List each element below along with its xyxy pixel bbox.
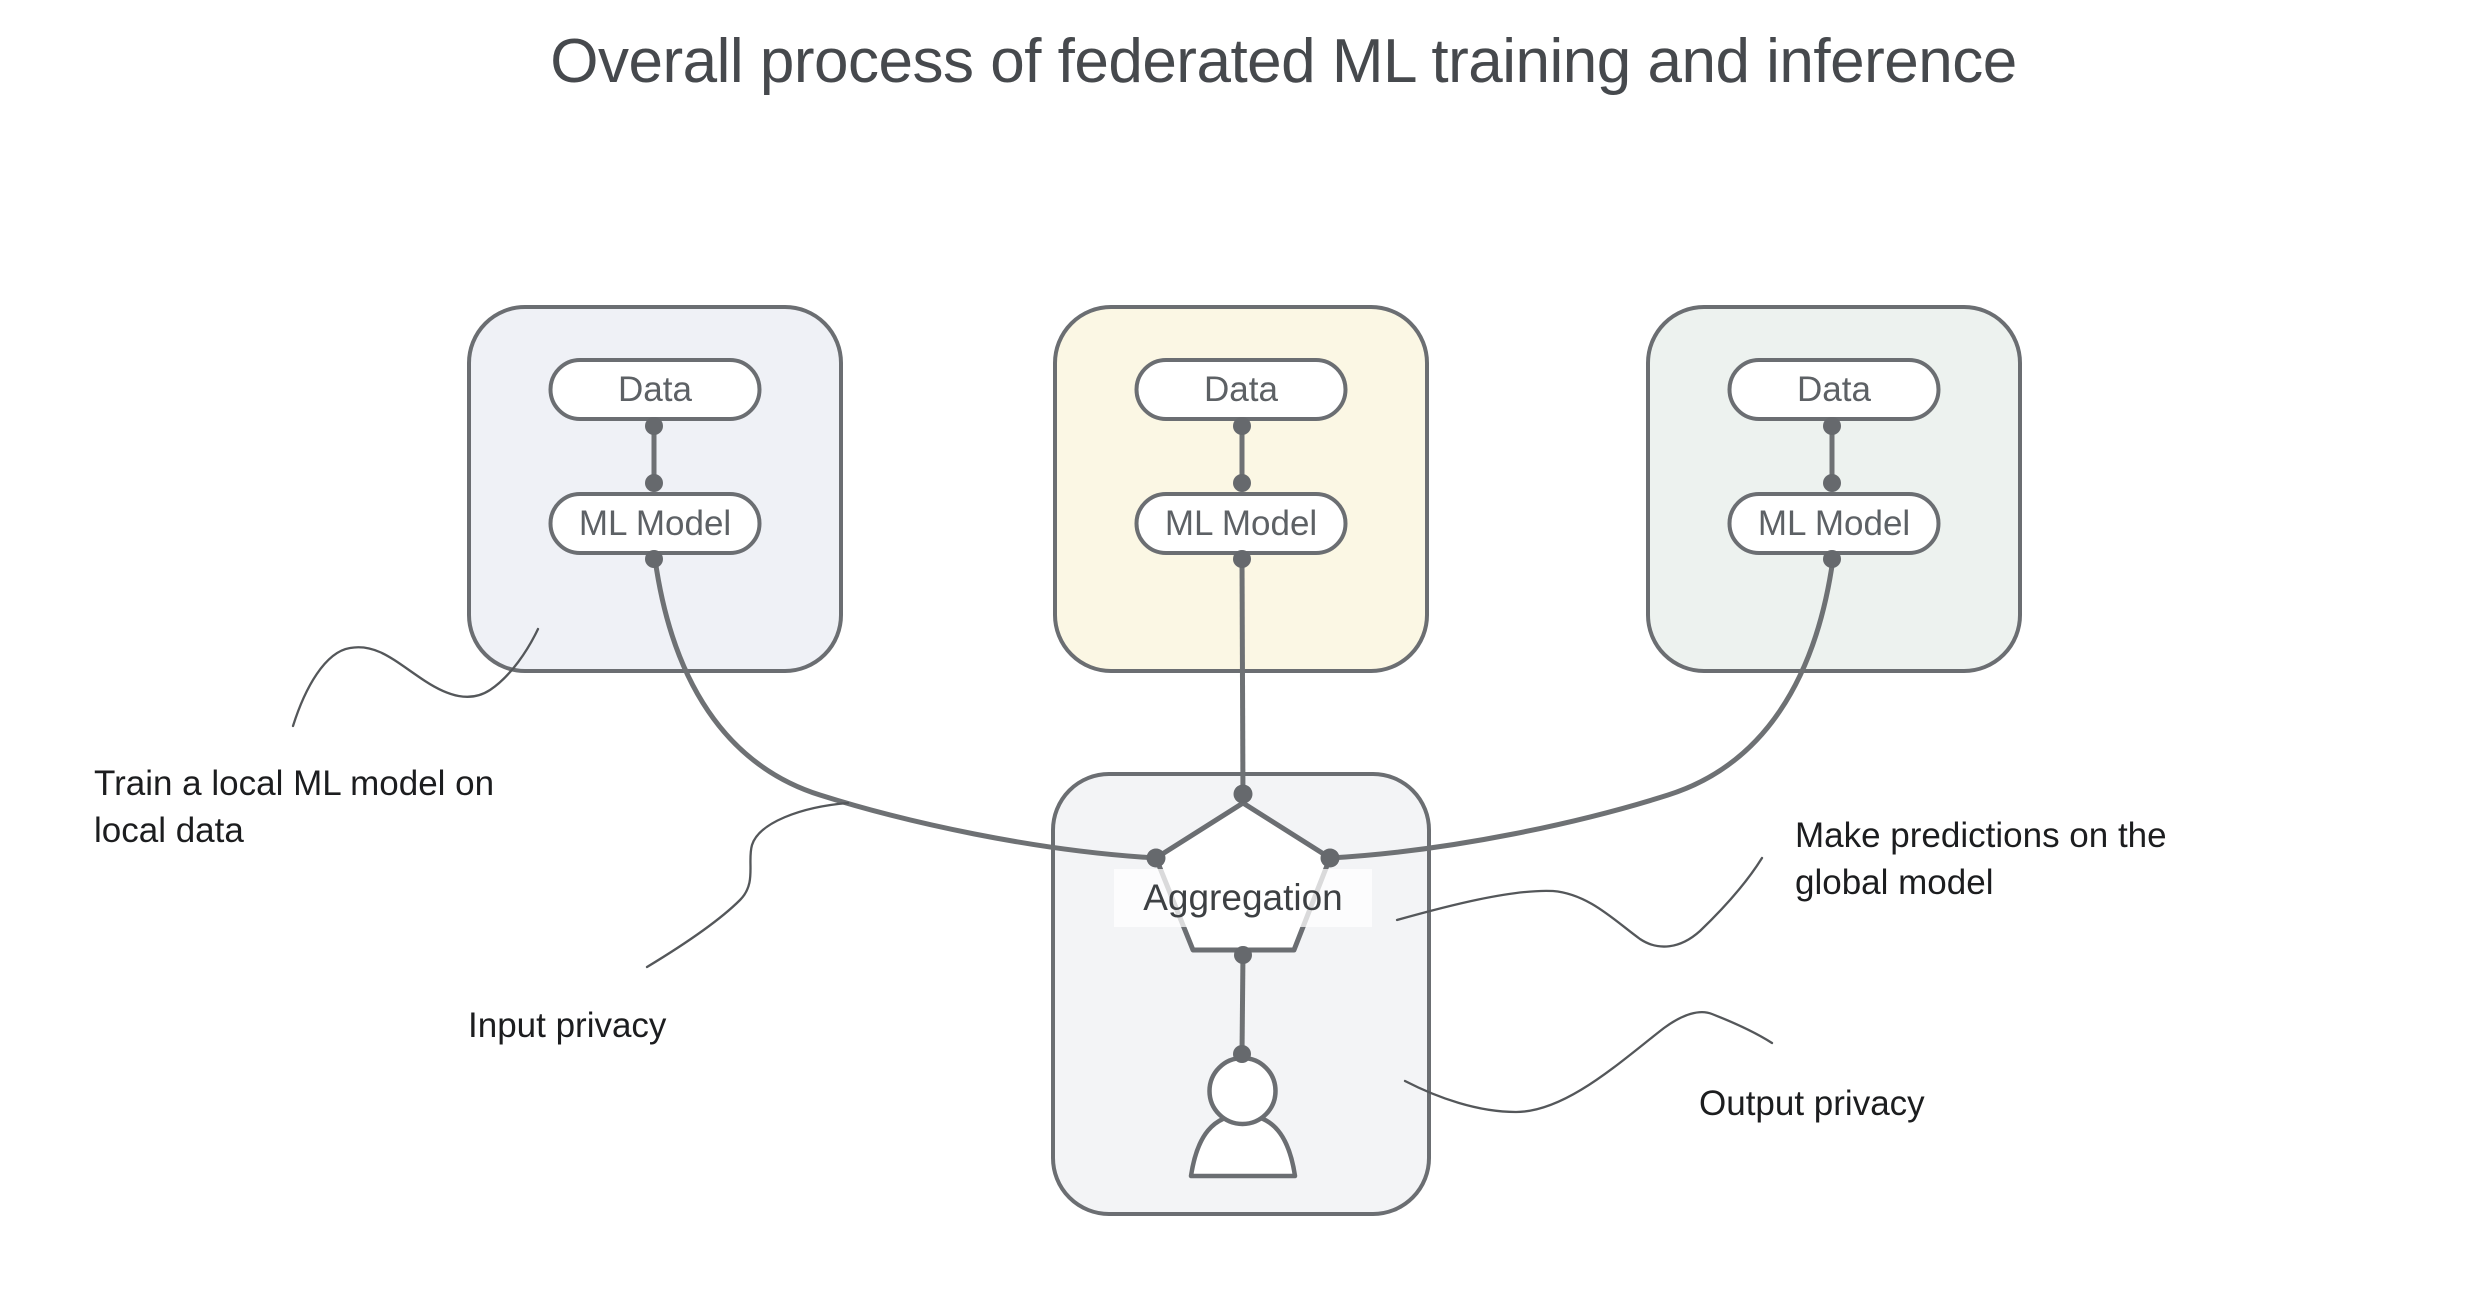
input-privacy-leader-line: [645, 801, 850, 969]
aggregation-label-text: Aggregation: [1143, 877, 1343, 918]
note-output-privacy: Output privacy: [1699, 1084, 1925, 1123]
ml-model-pill-label: ML Model: [578, 503, 732, 543]
aggregation-label: Aggregation: [1114, 869, 1372, 927]
ml-model-pill: ML Model: [1134, 492, 1348, 555]
ml-model-pill: ML Model: [1727, 492, 1941, 555]
ml-model-pill: ML Model: [548, 492, 762, 555]
client-box-right: Data ML Model: [1646, 305, 2022, 673]
data-pill-label: Data: [1797, 369, 1871, 409]
ml-model-pill-label: ML Model: [1164, 503, 1318, 543]
page-title: Overall process of federated ML training…: [550, 27, 2017, 96]
data-pill-label: Data: [618, 369, 692, 409]
aggregation-box: [1051, 772, 1431, 1216]
client-box-middle: Data ML Model: [1053, 305, 1429, 673]
data-pill: Data: [1134, 358, 1348, 421]
ml-model-pill-label: ML Model: [1757, 503, 1911, 543]
note-input-privacy: Input privacy: [468, 1006, 667, 1045]
note-make-predictions: Make predictions on the global model: [1795, 816, 2167, 902]
data-pill-label: Data: [1204, 369, 1278, 409]
note-train-local-model: Train a local ML model on local data: [94, 764, 495, 850]
make-predictions-leader-line: [1395, 856, 1764, 948]
data-pill: Data: [1727, 358, 1941, 421]
client-box-left: Data ML Model: [467, 305, 843, 673]
data-pill: Data: [548, 358, 762, 421]
